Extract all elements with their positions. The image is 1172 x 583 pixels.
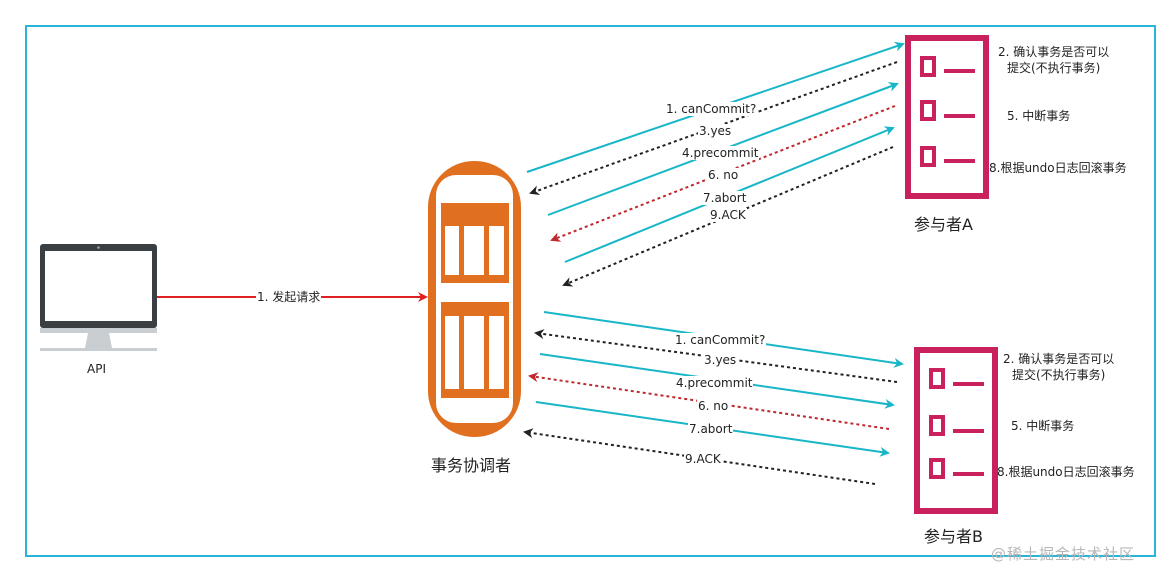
precommit-label-a: 4.precommit [681,146,760,160]
confirm-note-line2: 提交(不执行事务) [1006,61,1101,75]
no-label-a: 6. no [707,168,740,182]
interrupt-note-a: 5. 中断事务 [1007,109,1071,123]
ack-label-a: 9.ACK [709,208,747,222]
confirm-note-a: 2. 确认事务是否可以 提交(不执行事务) [998,44,1109,76]
ack-label-b: 9.ACK [684,452,722,466]
yes-label-a: 3.yes [698,124,733,138]
participant-a-label: 参与者A [914,215,973,234]
no-label-b: 6. no [697,399,730,413]
coordinator-server-icon [428,161,521,437]
cancommit-label-a: 1. canCommit? [665,102,758,116]
yes-label-b: 3.yes [703,353,738,367]
precommit-label-b: 4.precommit [675,376,754,390]
coordinator-label: 事务协调者 [431,456,512,475]
rollback-note-a: 8.根据undo日志回滚事务 [989,161,1127,175]
interrupt-note-b: 5. 中断事务 [1011,419,1075,433]
no-arrow-a [550,105,896,242]
watermark: @稀土掘金技术社区 [991,545,1136,563]
diagram-frame [25,25,1156,557]
monitor-icon [40,244,157,351]
confirm-note-b: 2. 确认事务是否可以 提交(不执行事务) [1003,351,1114,383]
rollback-note-b: 8.根据undo日志回滚事务 [997,465,1135,479]
api-label: API [86,362,107,376]
confirm-note-line1: 2. 确认事务是否可以 [998,45,1110,59]
abort-label-b: 7.abort [688,422,734,436]
request-label: 1. 发起请求 [256,290,322,304]
confirm-note-line2: 提交(不执行事务) [1011,368,1106,382]
participant-b-label: 参与者B [924,527,983,546]
confirm-note-line1: 2. 确认事务是否可以 [1003,352,1115,366]
abort-label-a: 7.abort [702,191,748,205]
participant-list-icon [905,35,989,199]
participant-list-icon [914,347,998,514]
cancommit-label-b: 1. canCommit? [674,333,767,347]
